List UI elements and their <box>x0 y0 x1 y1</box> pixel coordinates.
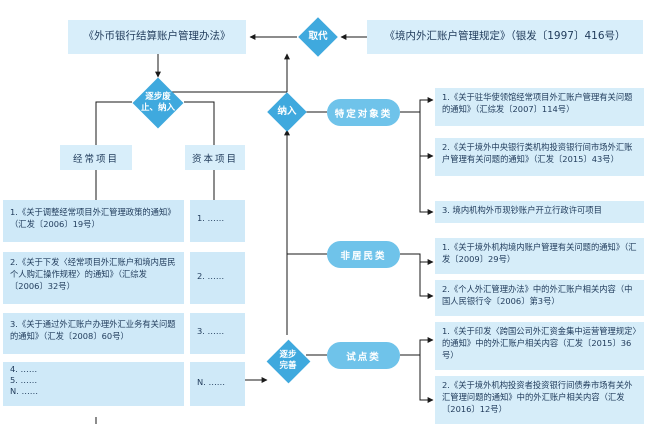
pilot-item-2: 2.《关于境外机构投资者投资银行间债券市场有关外汇管理问题的通知》中的外汇账户相… <box>435 376 644 424</box>
pilot-category-pill: 试点类 <box>327 342 400 369</box>
specific-category-label: 特定对象类 <box>334 108 393 120</box>
current-item-1: 1.《关于调整经常项目外汇管理政策的通知》（汇发〔2006〕19号） <box>3 200 184 242</box>
specific-item-1: 1.《关于驻华使领馆经常项目外汇账户管理有关问题的通知》（汇综发〔2007〕11… <box>435 88 644 126</box>
gradual-label-line1: 逐步 <box>279 349 297 360</box>
current-account-label: 经常项目 <box>72 153 119 165</box>
domestic-fx-account-regulations-text: 《境内外汇账户管理规定》（银发〔1997〕416号） <box>384 30 626 43</box>
gradual-label-line2: 完善 <box>279 361 297 371</box>
capital-account-header: 资本项目 <box>185 145 245 170</box>
incorporate-diamond: 纳入 <box>266 92 308 132</box>
current-item-4-to-n: 4. …… 5. …… N. …… <box>3 362 184 406</box>
capital-item-2: 2. …… <box>190 252 245 304</box>
phase-out-label-line2: 止、纳入 <box>140 103 175 113</box>
current-item-2: 2.《关于下发〈经常项目外汇账户和境内居民个人购汇操作规程〉的通知》（汇综发〔2… <box>3 252 184 304</box>
nonresident-category-pill: 非居民类 <box>327 241 400 268</box>
phase-out-diamond: 逐步废 止、纳入 <box>132 77 184 129</box>
domestic-fx-account-regulations-box: 《境内外汇账户管理规定》（银发〔1997〕416号） <box>367 20 643 54</box>
capital-item-n: N. …… <box>190 362 245 406</box>
specific-item-3: 3. 境内机构外币现钞账户开立行政许可项目 <box>435 201 644 223</box>
phase-out-label-line1: 逐步废 <box>145 91 171 102</box>
nonresident-item-1: 1.《关于境外机构境内账户管理有关问题的通知》（汇发〔2009〕29号） <box>435 238 644 274</box>
current-item-3: 3.《关于通过外汇账户办理外汇业务有关问题的通知》（汇发〔2008〕60号） <box>3 313 184 354</box>
incorporate-label: 纳入 <box>277 105 297 117</box>
capital-item-1: 1. …… <box>190 200 245 242</box>
pilot-category-label: 试点类 <box>346 351 381 363</box>
specific-item-2: 2.《关于境外中央银行类机构投资银行间市场外汇账户管理有关问题的通知》（汇发〔2… <box>435 138 644 176</box>
nonresident-category-label: 非居民类 <box>340 250 387 262</box>
gradual-improvement-diamond: 逐步 完善 <box>266 339 310 383</box>
capital-account-label: 资本项目 <box>191 153 238 165</box>
capital-item-3: 3. …… <box>190 313 245 354</box>
foreign-currency-settlement-account-measures-text: 《外币银行结算账户管理办法》 <box>83 30 231 43</box>
foreign-currency-settlement-account-measures-box: 《外币银行结算账户管理办法》 <box>68 20 246 54</box>
current-account-header: 经常项目 <box>60 145 132 170</box>
nonresident-item-2: 2.《个人外汇管理办法》中的外汇账户相关内容（中国人民银行令〔2006〕第3号） <box>435 280 644 316</box>
specific-category-pill: 特定对象类 <box>327 99 400 126</box>
pilot-item-1: 1.《关于印发〈跨国公司外汇资金集中运营管理规定〉的通知》中的外汇账户相关内容（… <box>435 322 644 370</box>
replace-label: 取代 <box>308 30 328 42</box>
replace-diamond: 取代 <box>297 17 339 57</box>
